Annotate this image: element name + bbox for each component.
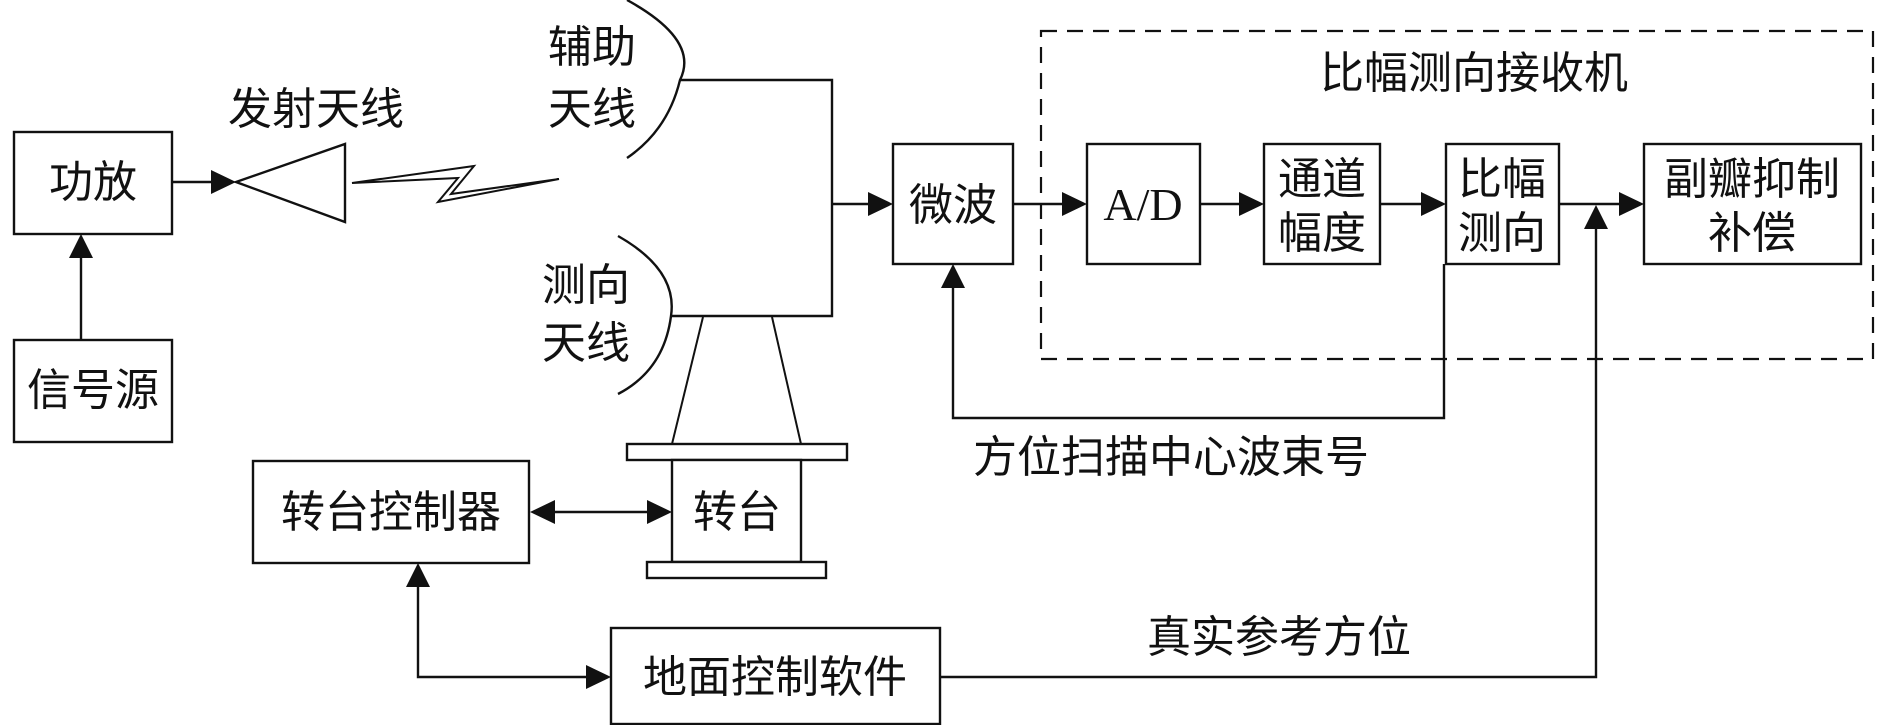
signal-source-block: 信号源	[12, 338, 174, 444]
amplitude-df-label-line1: 比幅	[1458, 154, 1546, 205]
sidelobe-comp-block: 副瓣抑制 补偿	[1642, 142, 1863, 266]
radio-link-icon	[351, 164, 560, 204]
turntable-block: 转台	[670, 458, 803, 564]
amplitude-df-block: 比幅 测向	[1444, 142, 1561, 266]
aux-antenna-label-line1: 辅助	[548, 22, 636, 73]
channel-amplitude-label-line2: 幅度	[1278, 208, 1366, 259]
edge-true-bearing	[940, 229, 1598, 679]
amplitude-df-label-line2: 测向	[1458, 208, 1546, 259]
ad-label: A/D	[1103, 179, 1182, 230]
sidelobe-comp-label-line1: 副瓣抑制	[1664, 154, 1840, 205]
tx-antenna-icon	[232, 142, 347, 224]
microwave-block: 微波	[891, 142, 1015, 266]
receiver-group-boundary	[1039, 29, 1875, 361]
arrowhead	[941, 264, 965, 288]
arrowhead	[1239, 192, 1264, 216]
turntable-controller-label: 转台控制器	[281, 487, 501, 538]
arrowhead	[1619, 192, 1644, 216]
edge-beam-number-feedback	[951, 264, 1446, 420]
pedestal-left-leg	[671, 316, 704, 445]
microwave-label: 微波	[909, 180, 997, 231]
edge-antennas-to-bus	[671, 78, 834, 318]
signal-source-label: 信号源	[27, 365, 159, 416]
arrowhead	[1584, 205, 1608, 229]
aux-antenna-label-line2: 天线	[548, 84, 636, 135]
turntable-top-plate	[625, 442, 849, 462]
arrowhead	[406, 563, 430, 587]
edge-ground-controller	[416, 587, 587, 679]
arrowhead	[530, 500, 555, 524]
ground-software-block: 地面控制软件	[609, 626, 942, 725]
ground-software-label: 地面控制软件	[643, 652, 907, 703]
df-antenna-label-line1: 测向	[542, 260, 630, 311]
power-amp-block: 功放	[12, 130, 174, 236]
turntable-label: 转台	[693, 487, 781, 538]
channel-amplitude-block: 通道 幅度	[1262, 142, 1382, 266]
arrowhead	[1421, 192, 1446, 216]
arrowhead	[586, 665, 611, 689]
true-bearing-label: 真实参考方位	[1147, 612, 1411, 663]
beam-number-label: 方位扫描中心波束号	[973, 432, 1369, 483]
receiver-group-title: 比幅测向接收机	[1320, 48, 1628, 99]
tx-antenna-label: 发射天线	[228, 84, 404, 135]
arrowhead	[69, 234, 93, 258]
channel-amplitude-label-line1: 通道	[1278, 154, 1366, 205]
sidelobe-comp-label-line2: 补偿	[1708, 208, 1796, 259]
power-amp-label: 功放	[49, 157, 137, 208]
arrowhead	[1062, 192, 1087, 216]
arrowhead	[868, 192, 893, 216]
turntable-bottom-plate	[645, 560, 828, 580]
pedestal-right-leg	[771, 316, 802, 445]
ad-block: A/D	[1085, 142, 1202, 266]
arrowhead	[647, 500, 672, 524]
df-antenna-label-line2: 天线	[542, 318, 630, 369]
turntable-controller-block: 转台控制器	[251, 459, 531, 565]
arrowhead	[211, 170, 236, 194]
